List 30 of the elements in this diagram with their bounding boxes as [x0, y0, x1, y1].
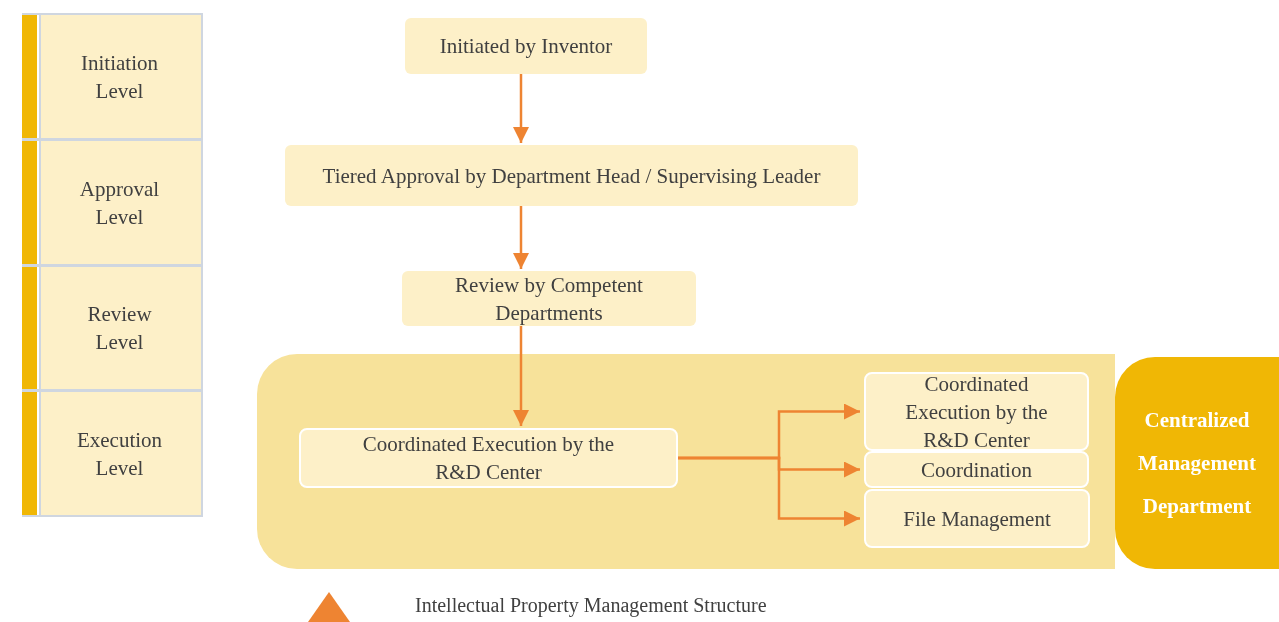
node-text: Review by Competent Departments: [454, 271, 644, 327]
node-text: Tiered Approval by Department Head / Supervising Leader: [322, 162, 821, 190]
node-text: Coordinated Execution by the R&D Center: [361, 431, 616, 486]
node-text: Approval Level: [78, 175, 161, 231]
node-text: File Management: [903, 505, 1051, 533]
level-label-box: [22, 139, 203, 266]
department-name: Centralized Management Department: [1137, 406, 1257, 520]
node-text: Initiation Level: [80, 49, 159, 105]
node-text: Coordinated Execution by the R&D Center: [904, 370, 1049, 454]
process-box: [402, 271, 696, 326]
level-label-box: [22, 13, 203, 140]
process-box: [864, 489, 1090, 548]
process-box: [864, 372, 1089, 451]
level-label-box: [22, 265, 203, 391]
execution-band: [257, 354, 1115, 569]
arrow: [513, 206, 529, 269]
caption: Intellectual Property Management Structure: [415, 594, 767, 617]
arrow: [513, 74, 529, 143]
process-box: [405, 18, 647, 74]
node-text: Execution Level: [75, 426, 164, 482]
level-label-box: [22, 390, 203, 517]
node-text: Coordination: [921, 456, 1032, 484]
department-box: [1115, 357, 1279, 569]
process-box: [299, 428, 678, 488]
arrow: [678, 456, 860, 527]
process-box: [864, 451, 1089, 488]
process-box: [285, 145, 858, 206]
node-text: Review Level: [86, 301, 153, 356]
arrow: [513, 326, 529, 426]
node-text: Initiated by Inventor: [439, 33, 613, 60]
